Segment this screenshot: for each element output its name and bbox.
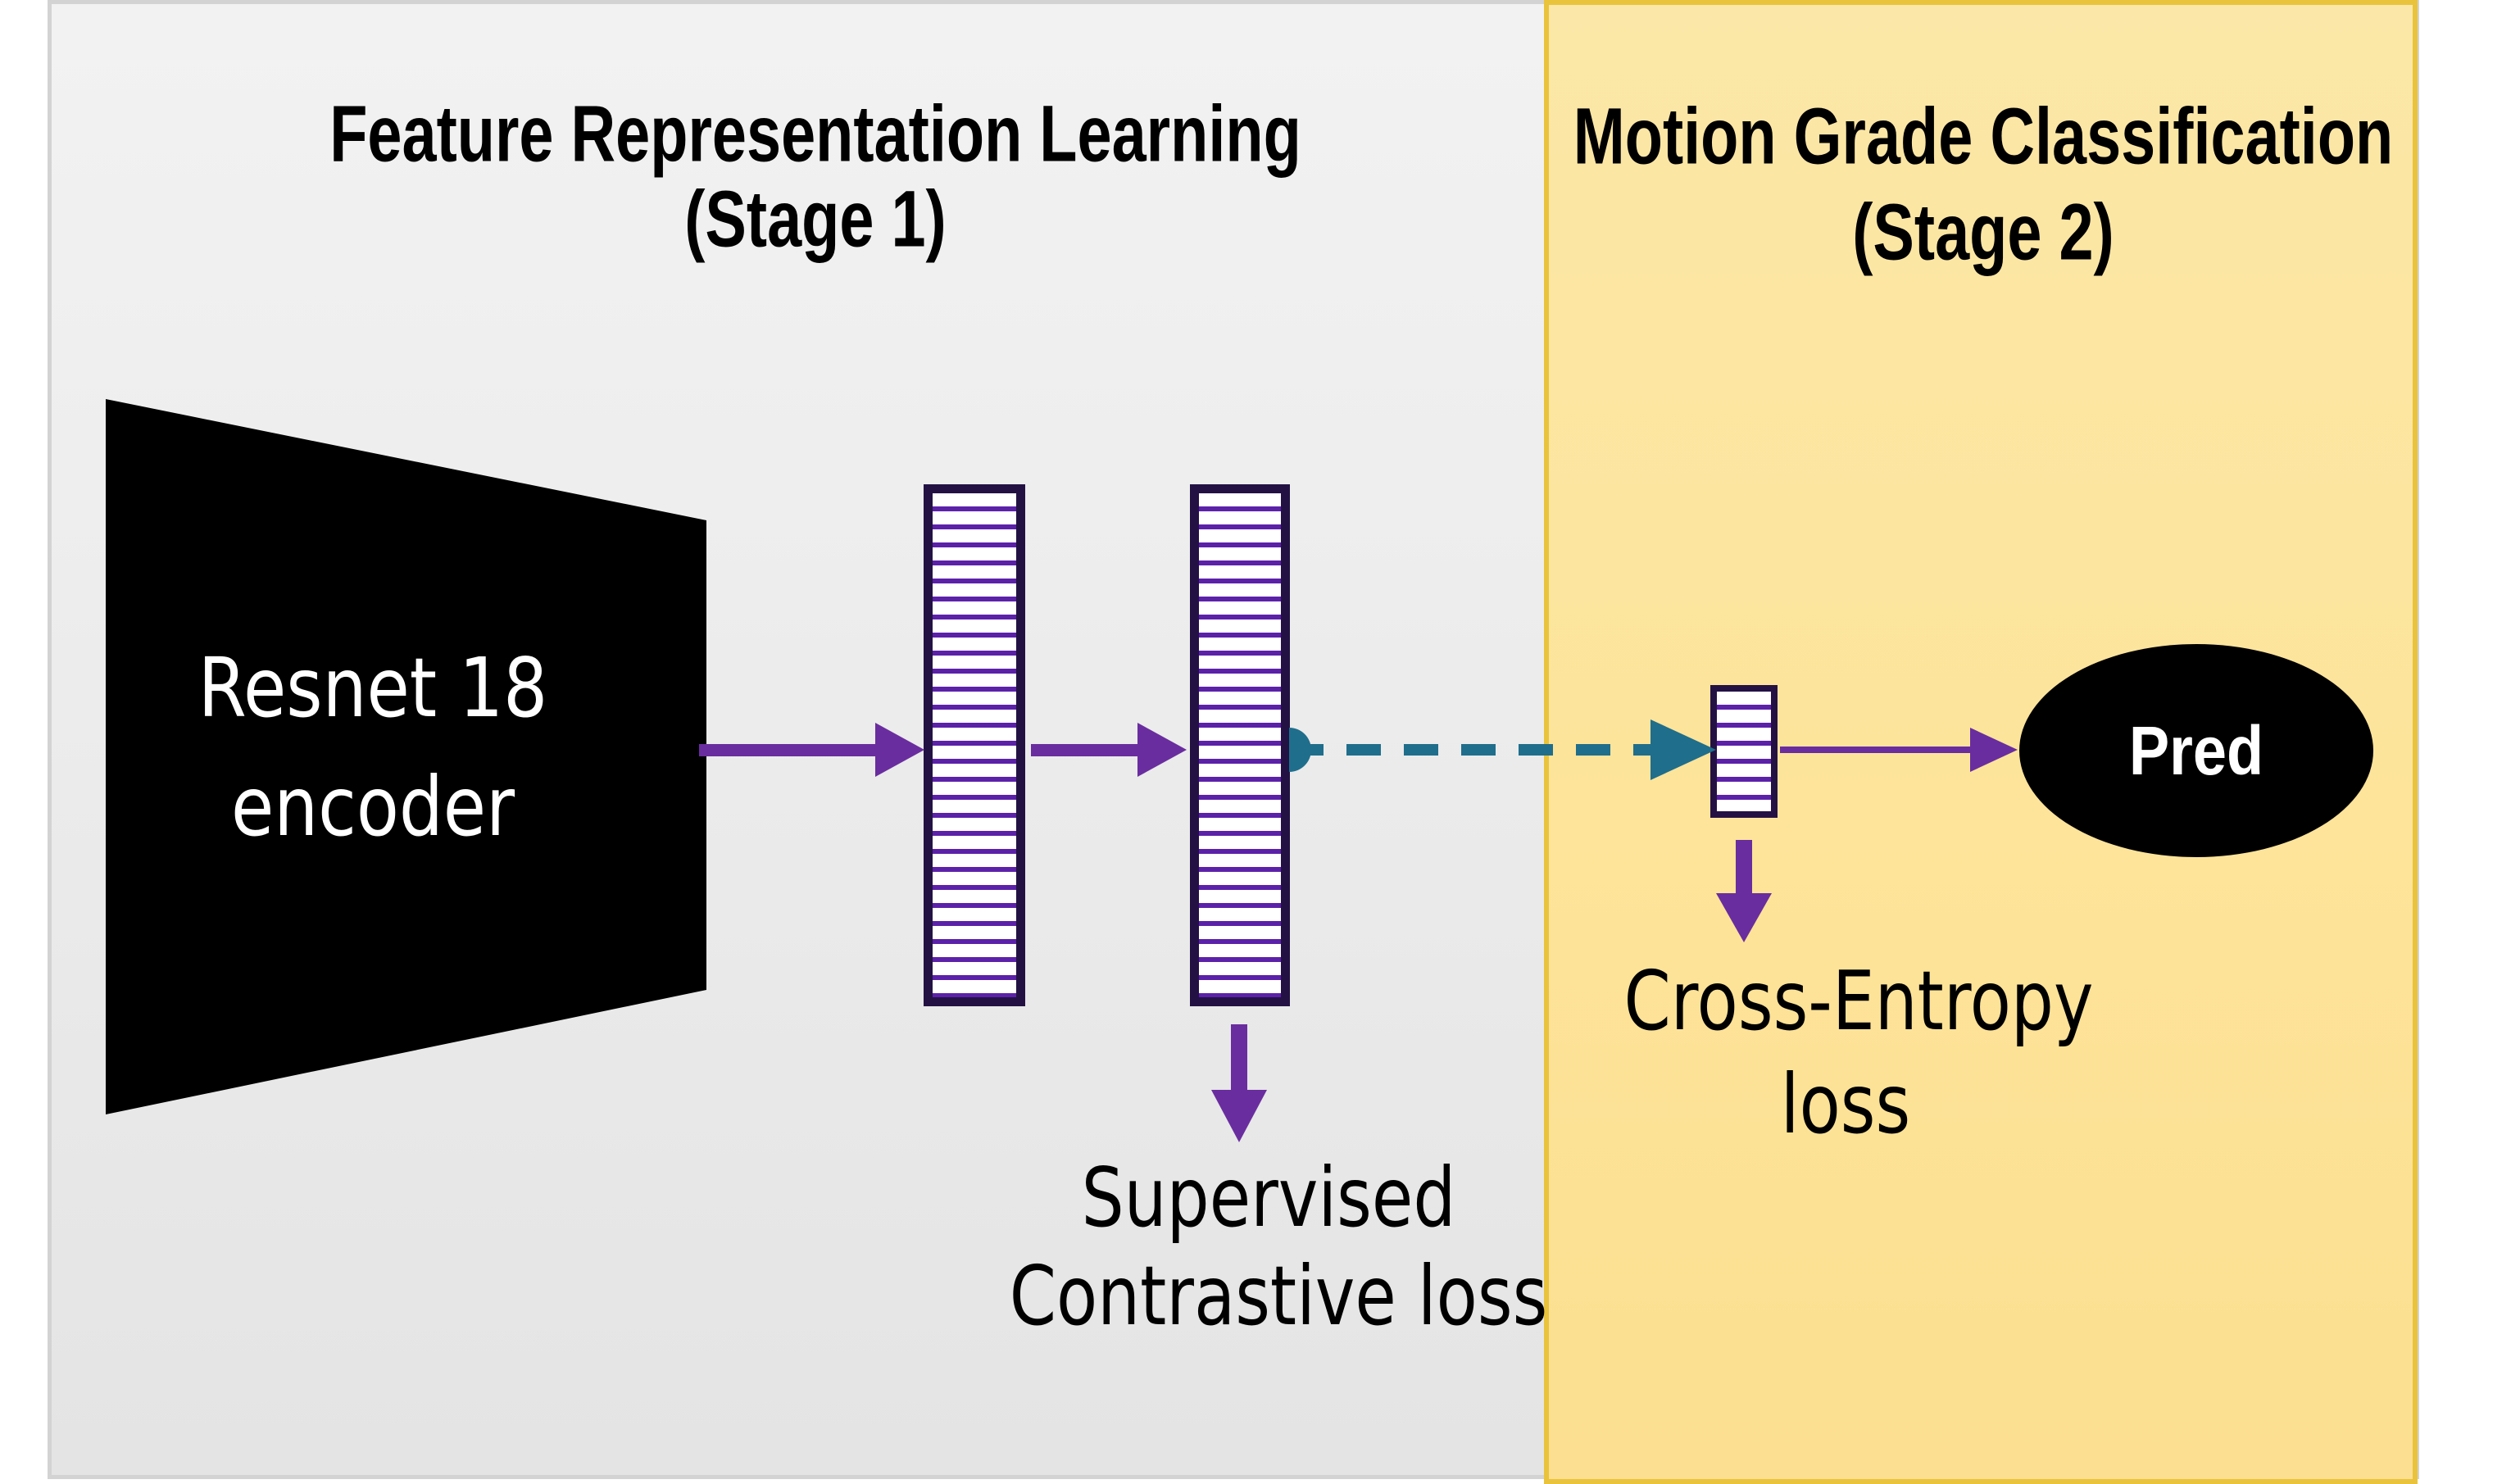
supcon-loss-label-line2: Contrastive loss: [1009, 1248, 1548, 1344]
supcon-loss-label-line1: Supervised: [1081, 1150, 1456, 1246]
pred-label: Pred: [2128, 712, 2264, 789]
stage2-title-line1: Motion Grade Classification: [1573, 91, 2394, 181]
stage1-title-line1: Feature Representation Learning: [329, 88, 1301, 179]
stage2-title-line2: (Stage 2): [1852, 187, 2114, 277]
ce-loss-label-line2: loss: [1780, 1056, 1911, 1152]
stage1-title-line2: (Stage 1): [684, 174, 947, 264]
encoder-label-line1: Resnet 18: [198, 640, 548, 736]
ce-loss-label-line1: Cross-Entropy: [1623, 953, 2094, 1049]
feature-vector-1: [924, 484, 1025, 1006]
classifier-vector: [1710, 685, 1778, 818]
feature-vector-2: [1190, 484, 1290, 1006]
encoder-label-line2: encoder: [230, 759, 515, 855]
